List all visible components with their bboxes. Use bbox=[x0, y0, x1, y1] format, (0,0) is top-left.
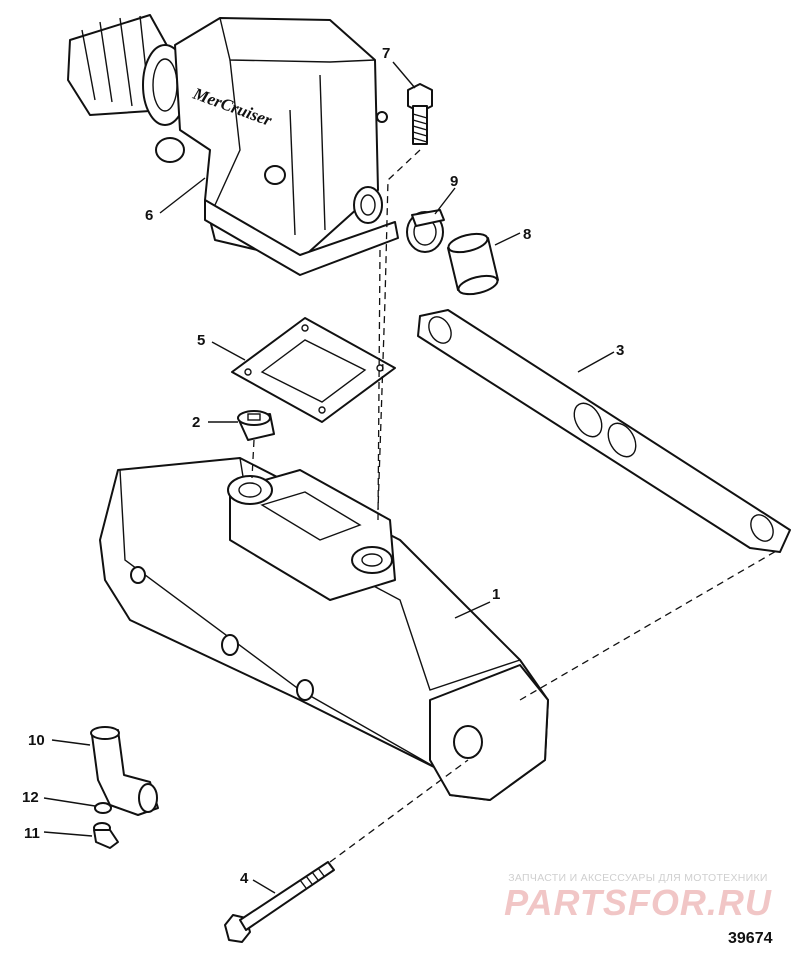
part-12-o-ring bbox=[94, 802, 112, 814]
leader-6 bbox=[159, 177, 206, 214]
callout-8: 8 bbox=[523, 226, 531, 243]
part-5-gasket bbox=[231, 317, 396, 423]
callout-11: 11 bbox=[24, 825, 40, 842]
callout-2: 2 bbox=[192, 414, 200, 431]
part-11-drain-plug bbox=[93, 822, 119, 849]
alignment-line-plug bbox=[251, 439, 255, 479]
part-6-exhaust-elbow: MerCruiser bbox=[67, 14, 399, 276]
part-10-elbow-fitting bbox=[90, 726, 159, 816]
part-7-bolt bbox=[407, 83, 433, 145]
part-3-manifold-gasket bbox=[417, 309, 791, 553]
alignment-line-bolt bbox=[377, 149, 421, 511]
watermark-brand: PARTSFOR.RU bbox=[504, 882, 772, 923]
alignment-line-manifold-gasket bbox=[519, 549, 779, 701]
callout-12: 12 bbox=[22, 789, 39, 806]
watermark-tagline: ЗАПЧАСТИ И АКСЕССУАРЫ ДЛЯ МОТОТЕХНИКИ bbox=[508, 872, 768, 884]
callout-9: 9 bbox=[450, 173, 458, 190]
leader-5 bbox=[211, 341, 246, 361]
callout-1: 1 bbox=[492, 586, 500, 603]
alignment-line-gasket bbox=[377, 249, 381, 521]
watermark: ЗАПЧАСТИ И АКСЕССУАРЫ ДЛЯ МОТОТЕХНИКИ PA… bbox=[488, 872, 788, 924]
callout-4: 4 bbox=[240, 870, 249, 887]
leader-1 bbox=[454, 601, 491, 619]
leader-12 bbox=[43, 797, 96, 807]
alignment-line-long-bolt bbox=[329, 759, 469, 863]
part-1-exhaust-manifold bbox=[99, 457, 549, 801]
leader-8 bbox=[494, 232, 521, 246]
callout-3: 3 bbox=[616, 342, 624, 359]
part-8-sleeve bbox=[447, 232, 499, 296]
part-9-hose-clamp bbox=[406, 209, 445, 253]
leader-7 bbox=[392, 61, 416, 89]
callout-6: 6 bbox=[145, 207, 153, 224]
callout-5: 5 bbox=[197, 332, 205, 349]
figure-id: 39674 bbox=[728, 930, 773, 947]
leader-4 bbox=[252, 879, 276, 894]
leader-11 bbox=[43, 831, 93, 837]
leader-10 bbox=[51, 739, 91, 746]
leader-9 bbox=[434, 187, 456, 215]
leader-3 bbox=[577, 351, 615, 373]
callout-10: 10 bbox=[28, 732, 45, 749]
callout-7: 7 bbox=[382, 45, 390, 62]
part-4-long-bolt bbox=[224, 861, 335, 943]
part-2-pipe-plug bbox=[237, 410, 275, 441]
